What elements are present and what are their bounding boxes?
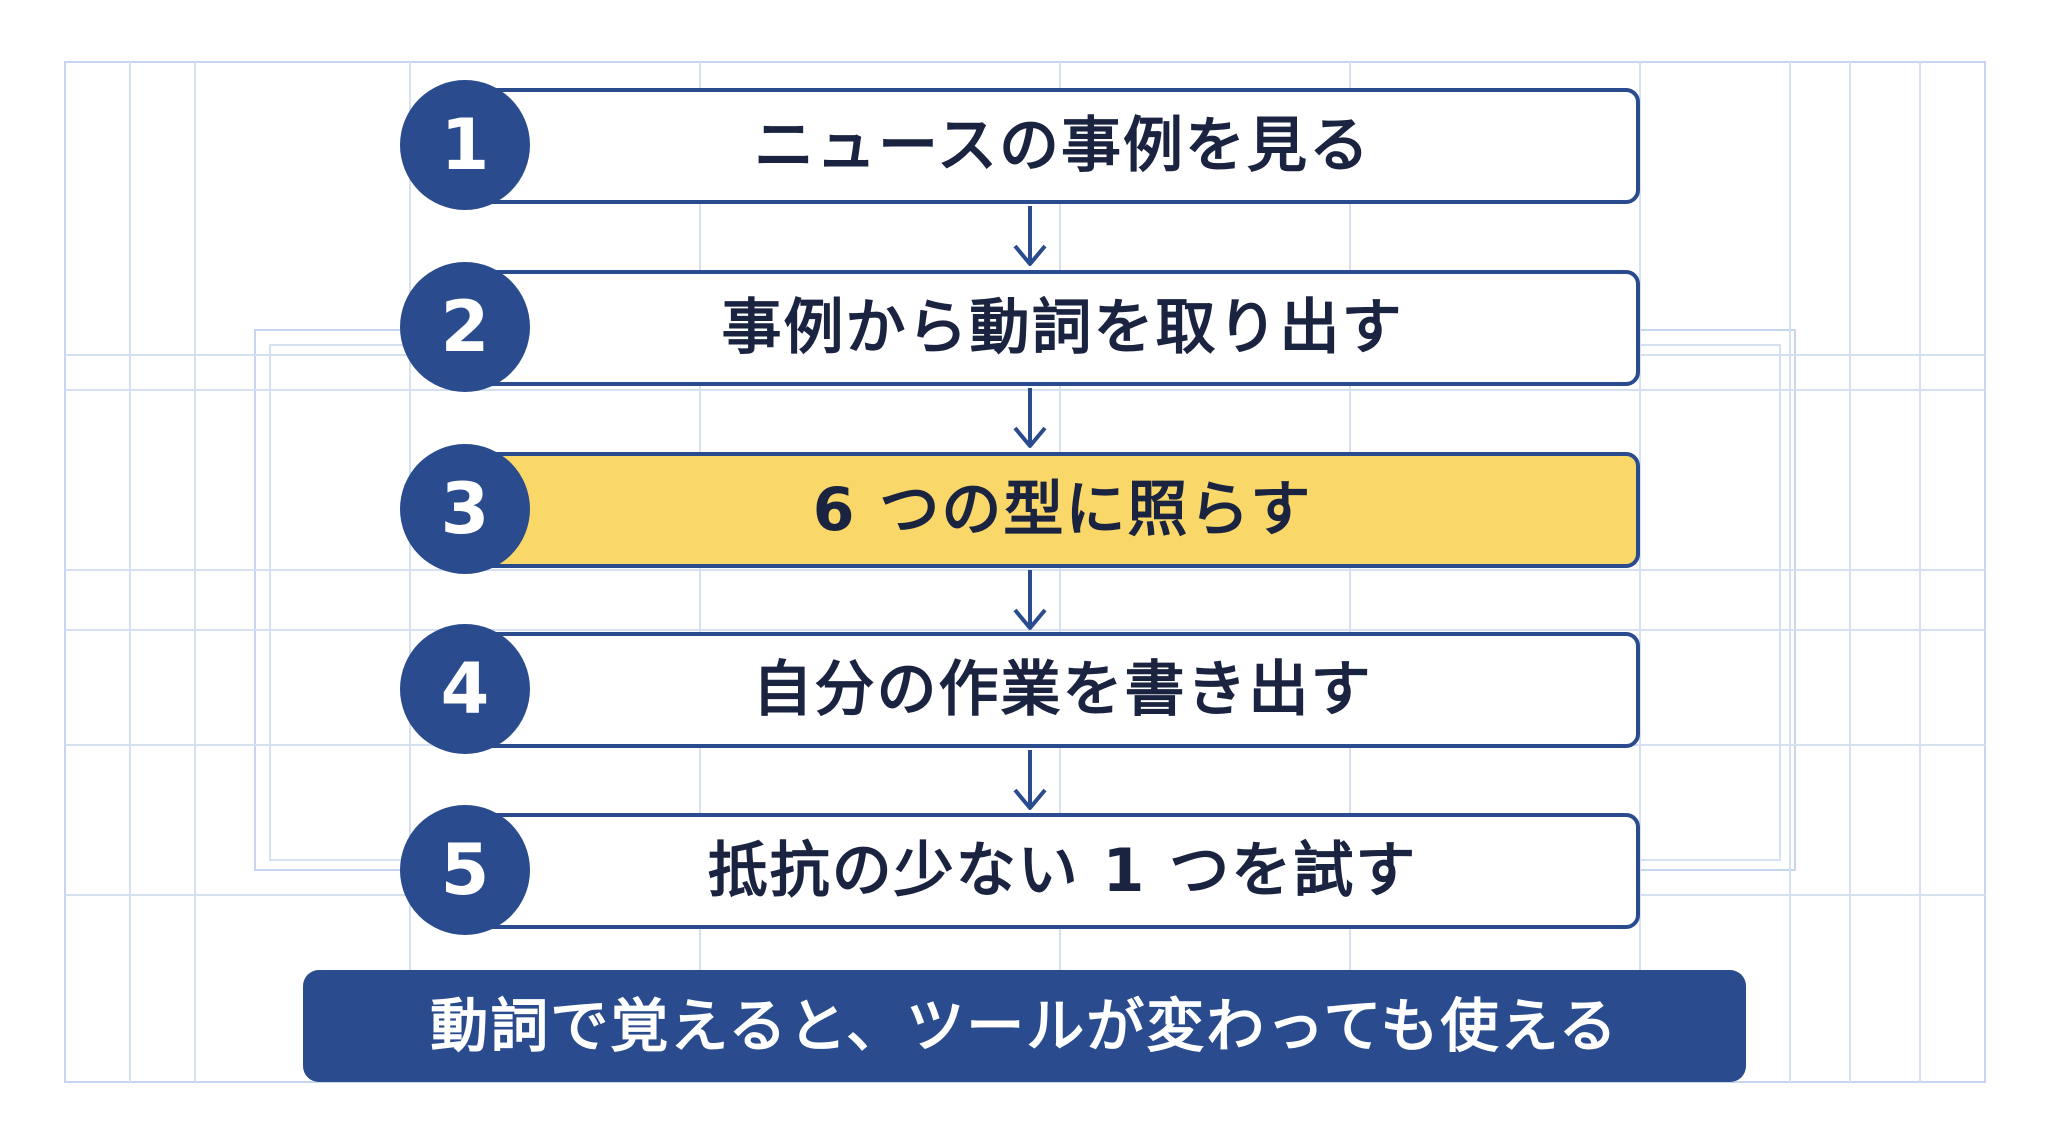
step-label: 6 つの型に照らす	[812, 475, 1313, 545]
step-number-badge: 1	[400, 80, 530, 210]
step-label: 抵抗の少ない 1 つを試す	[707, 836, 1418, 906]
step-1: ニュースの事例を見る 1	[400, 80, 1644, 210]
step-label: 自分の作業を書き出す	[752, 655, 1373, 725]
step-box	[465, 270, 1640, 386]
step-label: ニュースの事例を見る	[754, 111, 1371, 181]
step-number-badge: 2	[400, 262, 530, 392]
step-2: 事例から動詞を取り出す 2	[400, 262, 1644, 392]
step-label: 事例から動詞を取り出す	[721, 293, 1404, 363]
step-box	[465, 88, 1640, 204]
step-number-badge: 5	[400, 805, 530, 935]
summary-banner: 動詞で覚えると、ツールが変わっても使える	[303, 970, 1746, 1082]
arrow-down-icon	[1013, 206, 1047, 266]
step-number-badge: 4	[400, 624, 530, 754]
step-box	[465, 452, 1640, 568]
step-3: 6 つの型に照らす 3	[400, 444, 1644, 574]
arrow-down-icon	[1013, 388, 1047, 448]
arrow-down-icon	[1013, 750, 1047, 810]
step-box	[465, 813, 1640, 929]
step-4: 自分の作業を書き出す 4	[400, 624, 1644, 754]
step-5: 抵抗の少ない 1 つを試す 5	[400, 805, 1644, 935]
step-box	[465, 632, 1640, 748]
step-number-badge: 3	[400, 444, 530, 574]
arrow-down-icon	[1013, 570, 1047, 630]
